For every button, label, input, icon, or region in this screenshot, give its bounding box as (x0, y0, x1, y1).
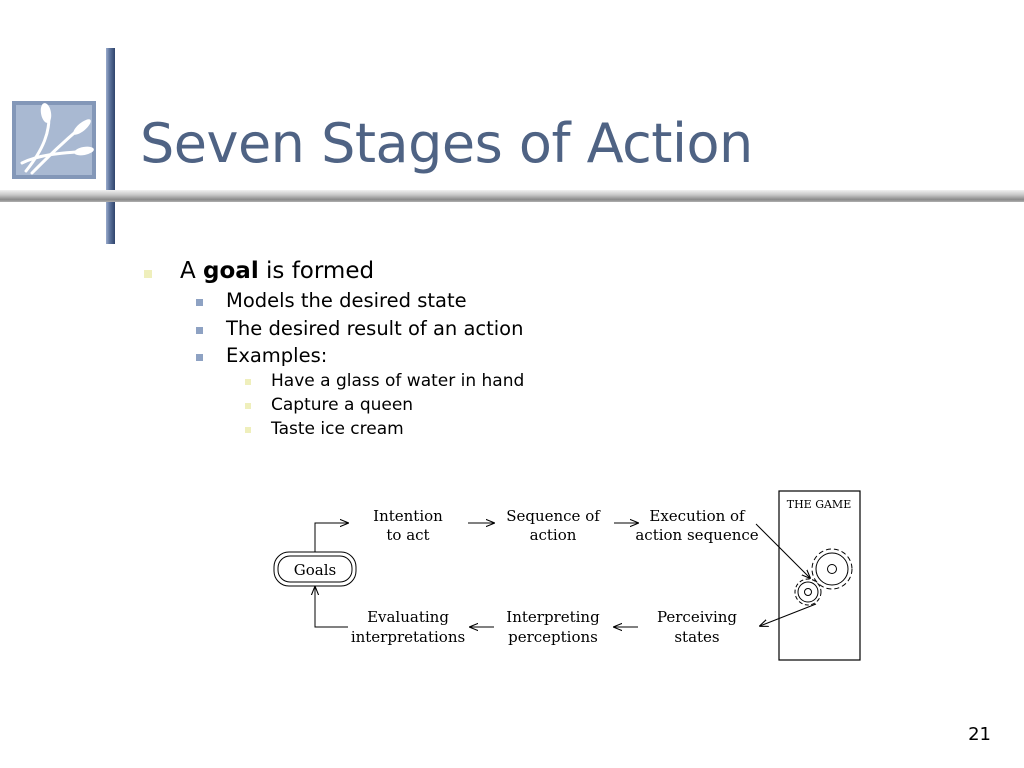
interpreting-line2: perceptions (508, 628, 598, 646)
slide-title: Seven Stages of Action (140, 112, 753, 175)
arrow-evaluating-to-goals (315, 587, 348, 628)
example-text: Have a glass of water in hand (271, 371, 525, 391)
example-item: Taste ice cream (245, 419, 404, 439)
sub-bullet-text: Models the desired state (226, 289, 467, 312)
square-bullet-icon (245, 403, 251, 409)
perceiving-line2: states (674, 628, 719, 646)
bullet-prefix: A (180, 258, 204, 284)
sub-bullet-item: The desired result of an action (196, 317, 524, 340)
execution-line2: action sequence (635, 526, 758, 544)
seven-stages-diagram: Goals Intention to act Sequence of actio… (273, 490, 861, 661)
arrow-goals-to-intention (314, 523, 348, 552)
example-text: Capture a queen (271, 395, 414, 415)
evaluating-line1: Evaluating (367, 608, 449, 626)
goals-label: Goals (294, 561, 336, 579)
bullet-suffix: is formed (258, 258, 375, 284)
sub-bullet-item: Models the desired state (196, 289, 467, 312)
sub-bullet-text: The desired result of an action (226, 317, 524, 340)
game-label: THE GAME (787, 498, 851, 511)
gears-icon (794, 548, 853, 606)
horizontal-accent-bar (0, 190, 1024, 202)
bullet-bold-word: goal (203, 258, 259, 284)
execution-line1: Execution of (649, 507, 746, 525)
page-number: 21 (968, 724, 991, 745)
sub-bullet-item: Examples: (196, 344, 328, 367)
square-bullet-icon (196, 354, 203, 361)
quill-pens-logo (12, 101, 96, 179)
sub-bullet-text: Examples: (226, 344, 328, 367)
square-bullet-icon (196, 299, 203, 306)
square-bullet-icon (245, 379, 251, 385)
interpreting-line1: Interpreting (506, 608, 600, 626)
game-box: THE GAME (778, 490, 861, 661)
square-bullet-icon (144, 270, 152, 278)
example-text: Taste ice cream (271, 419, 404, 439)
sequence-line2: action (530, 526, 577, 544)
vertical-accent-bar (106, 48, 115, 244)
square-bullet-icon (196, 327, 203, 334)
goals-node: Goals (273, 551, 357, 587)
example-item: Have a glass of water in hand (245, 371, 525, 391)
perceiving-line1: Perceiving (657, 608, 737, 626)
square-bullet-icon (245, 427, 251, 433)
bullet-item-goal: A goal is formed (144, 258, 375, 284)
arrow-execution-to-game (755, 523, 810, 578)
intention-line2: to act (386, 526, 429, 544)
sequence-line1: Sequence of (506, 507, 601, 525)
intention-line1: Intention (373, 507, 443, 525)
example-item: Capture a queen (245, 395, 414, 415)
arrow-game-to-perceiving (760, 603, 817, 626)
evaluating-line2: interpretations (351, 628, 465, 646)
